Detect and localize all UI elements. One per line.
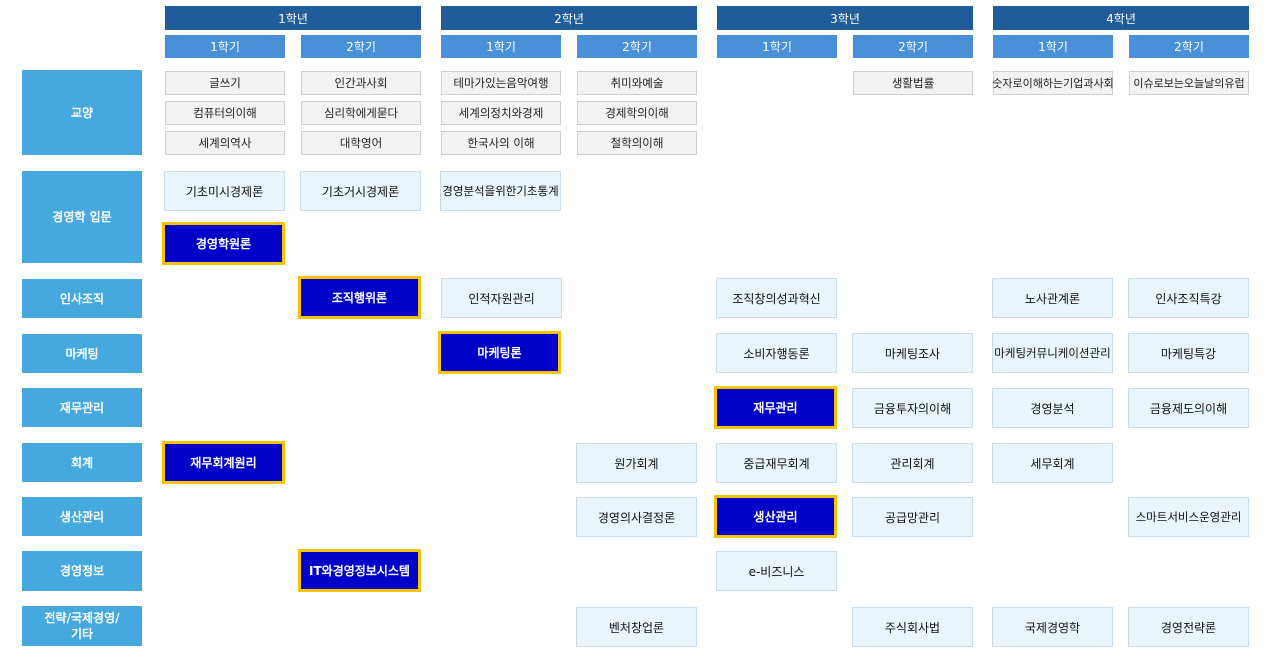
course-box[interactable]: 글쓰기 <box>165 71 285 95</box>
core-course-box[interactable]: IT와경영정보시스템 <box>298 549 421 592</box>
core-course-box[interactable]: 마케팅론 <box>438 331 561 374</box>
course-box[interactable]: 숫자로이해하는기업과사회 <box>992 71 1114 95</box>
course-box[interactable]: 취미와예술 <box>577 71 697 95</box>
course-box[interactable]: 인간과사회 <box>301 71 421 95</box>
course-box[interactable]: 조직창의성과혁신 <box>716 278 837 318</box>
year-header-2: 2학년 <box>441 6 697 30</box>
category-hr: 인사조직 <box>22 279 142 318</box>
course-box[interactable]: 테마가있는음악여행 <box>441 71 561 95</box>
category-finance: 재무관리 <box>22 388 142 427</box>
course-box[interactable]: 세무회계 <box>992 443 1113 483</box>
category-mis: 경영정보 <box>22 551 142 591</box>
course-box[interactable]: 국제경영학 <box>992 607 1113 647</box>
course-box[interactable]: 한국사의 이해 <box>441 131 561 155</box>
course-box[interactable]: 원가회계 <box>576 443 697 483</box>
semester-header: 1학기 <box>165 35 285 58</box>
course-box[interactable]: 금융제도의이해 <box>1128 388 1249 428</box>
course-box[interactable]: 세계의역사 <box>165 131 285 155</box>
semester-header: 1학기 <box>717 35 837 58</box>
course-box[interactable]: 기초거시경제론 <box>300 171 421 211</box>
year-header-1: 1학년 <box>165 6 421 30</box>
core-course-box[interactable]: 경영학원론 <box>162 222 285 265</box>
course-box[interactable]: 주식회사법 <box>852 607 973 647</box>
semester-header: 2학기 <box>1129 35 1249 58</box>
course-box[interactable]: 경영분석 <box>992 388 1113 428</box>
category-accounting: 회계 <box>22 443 142 482</box>
course-box[interactable]: 스마트서비스운영관리 <box>1128 497 1249 537</box>
category-liberal-arts: 교양 <box>22 70 142 155</box>
course-box[interactable]: 철학의이해 <box>577 131 697 155</box>
course-box[interactable]: 소비자행동론 <box>716 333 837 373</box>
course-box[interactable]: 심리학에게묻다 <box>301 101 421 125</box>
core-course-box[interactable]: 재무관리 <box>714 386 837 429</box>
course-box[interactable]: 경영전략론 <box>1128 607 1249 647</box>
course-box[interactable]: 대학영어 <box>301 131 421 155</box>
category-intro: 경영학 입문 <box>22 171 142 263</box>
category-strategy: 전략/국제경영/기타 <box>22 606 142 646</box>
core-course-box[interactable]: 재무회계원리 <box>162 441 285 484</box>
course-box[interactable]: 컴퓨터의이해 <box>165 101 285 125</box>
course-box[interactable]: 이슈로보는오늘날의유럽 <box>1129 71 1249 95</box>
semester-header: 1학기 <box>441 35 561 58</box>
year-header-4: 4학년 <box>993 6 1249 30</box>
course-box[interactable]: 관리회계 <box>852 443 973 483</box>
category-marketing: 마케팅 <box>22 334 142 373</box>
course-box[interactable]: 노사관계론 <box>992 278 1113 318</box>
core-course-box[interactable]: 생산관리 <box>714 495 837 538</box>
semester-header: 2학기 <box>853 35 973 58</box>
course-box[interactable]: e-비즈니스 <box>716 551 837 591</box>
course-box[interactable]: 마케팅커뮤니케이션관리 <box>992 333 1113 373</box>
course-box[interactable]: 경영분석을위한기초통계 <box>440 171 561 211</box>
course-box[interactable]: 마케팅조사 <box>852 333 973 373</box>
course-box[interactable]: 마케팅특강 <box>1128 333 1249 373</box>
course-box[interactable]: 세계의정치와경제 <box>441 101 561 125</box>
core-course-box[interactable]: 조직행위론 <box>298 276 421 319</box>
course-box[interactable]: 인적자원관리 <box>441 278 562 318</box>
course-box[interactable]: 금융투자의이해 <box>852 388 973 428</box>
course-box[interactable]: 생활법률 <box>853 71 973 95</box>
course-box[interactable]: 벤처창업론 <box>576 607 697 647</box>
course-box[interactable]: 공급망관리 <box>852 497 973 537</box>
course-box[interactable]: 인사조직특강 <box>1128 278 1249 318</box>
course-box[interactable]: 기초미시경제론 <box>164 171 285 211</box>
semester-header: 1학기 <box>993 35 1113 58</box>
semester-header: 2학기 <box>301 35 421 58</box>
category-production: 생산관리 <box>22 497 142 536</box>
year-header-3: 3학년 <box>717 6 973 30</box>
course-box[interactable]: 경제학의이해 <box>577 101 697 125</box>
semester-header: 2학기 <box>577 35 697 58</box>
course-box[interactable]: 경영의사결정론 <box>576 497 697 537</box>
course-box[interactable]: 중급재무회계 <box>716 443 837 483</box>
